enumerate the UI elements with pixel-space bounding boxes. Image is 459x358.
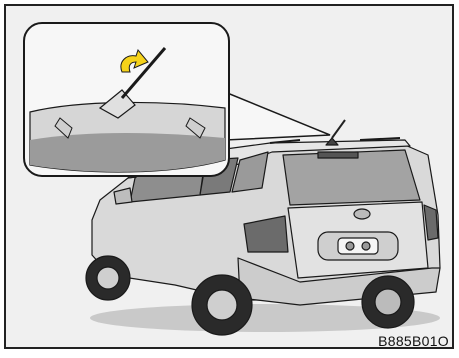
figure-code-label: B885B01O <box>378 333 449 349</box>
h-emblem-icon <box>354 209 370 219</box>
